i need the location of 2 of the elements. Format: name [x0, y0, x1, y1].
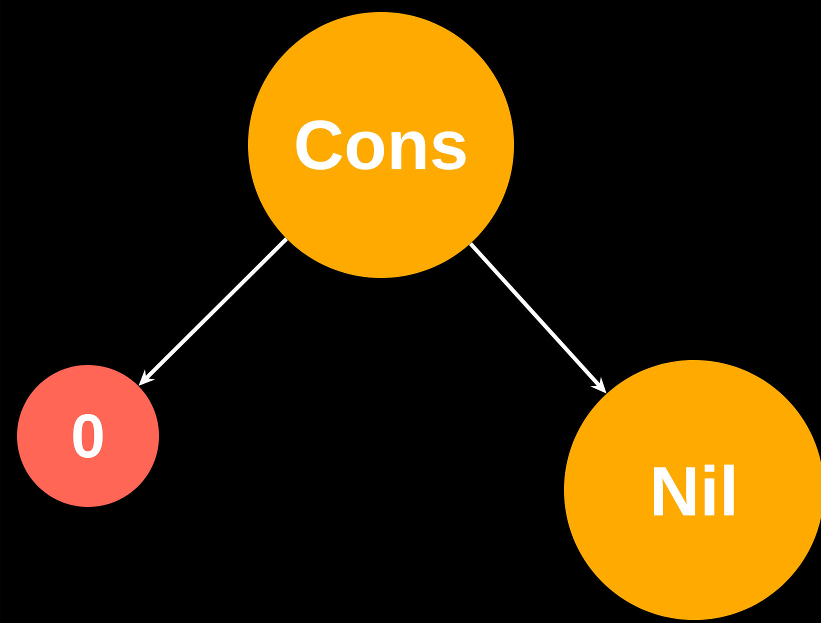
circle-node: Cons: [248, 12, 514, 278]
circle-node: 0: [17, 365, 159, 507]
